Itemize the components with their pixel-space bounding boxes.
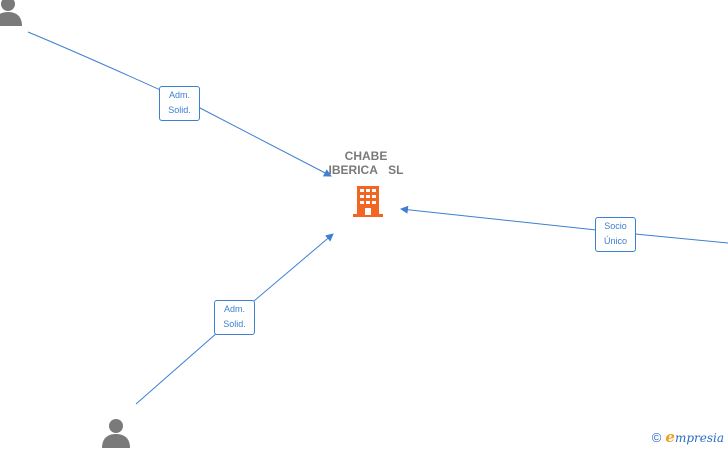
brand-text: mpresia — [674, 431, 724, 445]
relation-label-line1: Socio — [604, 221, 627, 231]
relation-label-line1: Adm. — [223, 304, 245, 314]
brand-logo: empresia — [665, 428, 724, 446]
relation-label-right[interactable]: Socio Único — [595, 217, 636, 252]
company-name-line1: CHABE — [344, 149, 388, 163]
person-icon[interactable] — [0, 0, 24, 26]
edge-right-to-company — [400, 205, 728, 244]
relation-label-line2: Solid. — [223, 319, 246, 329]
brand-initial: e — [665, 428, 675, 446]
company-name[interactable]: CHABE IBERICA SL — [325, 149, 407, 177]
building-icon[interactable] — [351, 184, 385, 218]
copyright-symbol: © — [651, 429, 662, 445]
relation-label-bottom-left[interactable]: Adm. Solid. — [214, 300, 255, 335]
relation-label-top-left[interactable]: Adm. Solid. — [159, 86, 200, 121]
brand-watermark: © empresia — [652, 428, 724, 446]
relation-label-line2: Único — [603, 236, 627, 246]
relation-label-line2: Solid. — [168, 105, 191, 115]
relation-label-line1: Adm. — [168, 90, 190, 100]
company-name-line2: IBERICA SL — [328, 163, 404, 177]
person-icon[interactable] — [100, 416, 132, 448]
